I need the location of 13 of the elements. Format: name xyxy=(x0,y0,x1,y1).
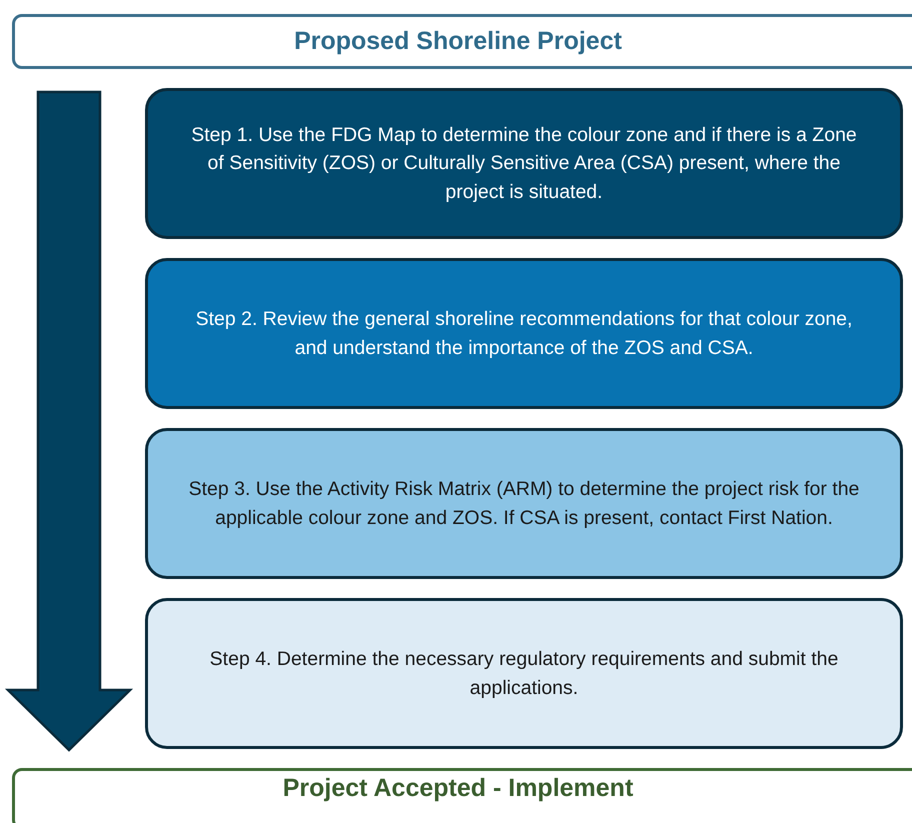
step-box xyxy=(145,258,903,409)
step-box xyxy=(145,428,903,579)
arrow xyxy=(4,90,134,752)
step-text: Step 1. Use the FDG Map to determine the colour zone and if there is a Zone of Sensitivity (ZOS) or Culturally Sensitive Area (CSA) present, where the project is situated. xyxy=(190,123,858,205)
step-text: Step 2. Review the general shoreline recommendations for that colour zone, and understand the importance of the ZOS and CSA. xyxy=(194,307,854,360)
step-text: Step 3. Use the Activity Risk Matrix (ARM) to determine the project risk for the applicable colour zone and ZOS. If CSA is present, contact First Nation. xyxy=(188,477,860,530)
heading-text: Project Accepted - Implement xyxy=(282,772,634,804)
step-box xyxy=(145,88,903,239)
outcome-box xyxy=(12,768,912,823)
heading-text: Proposed Shoreline Project xyxy=(294,26,622,58)
step-box xyxy=(145,598,903,749)
step-text: Step 4. Determine the necessary regulatory requirements and submit the applications. xyxy=(208,647,840,700)
title-box xyxy=(12,14,912,69)
